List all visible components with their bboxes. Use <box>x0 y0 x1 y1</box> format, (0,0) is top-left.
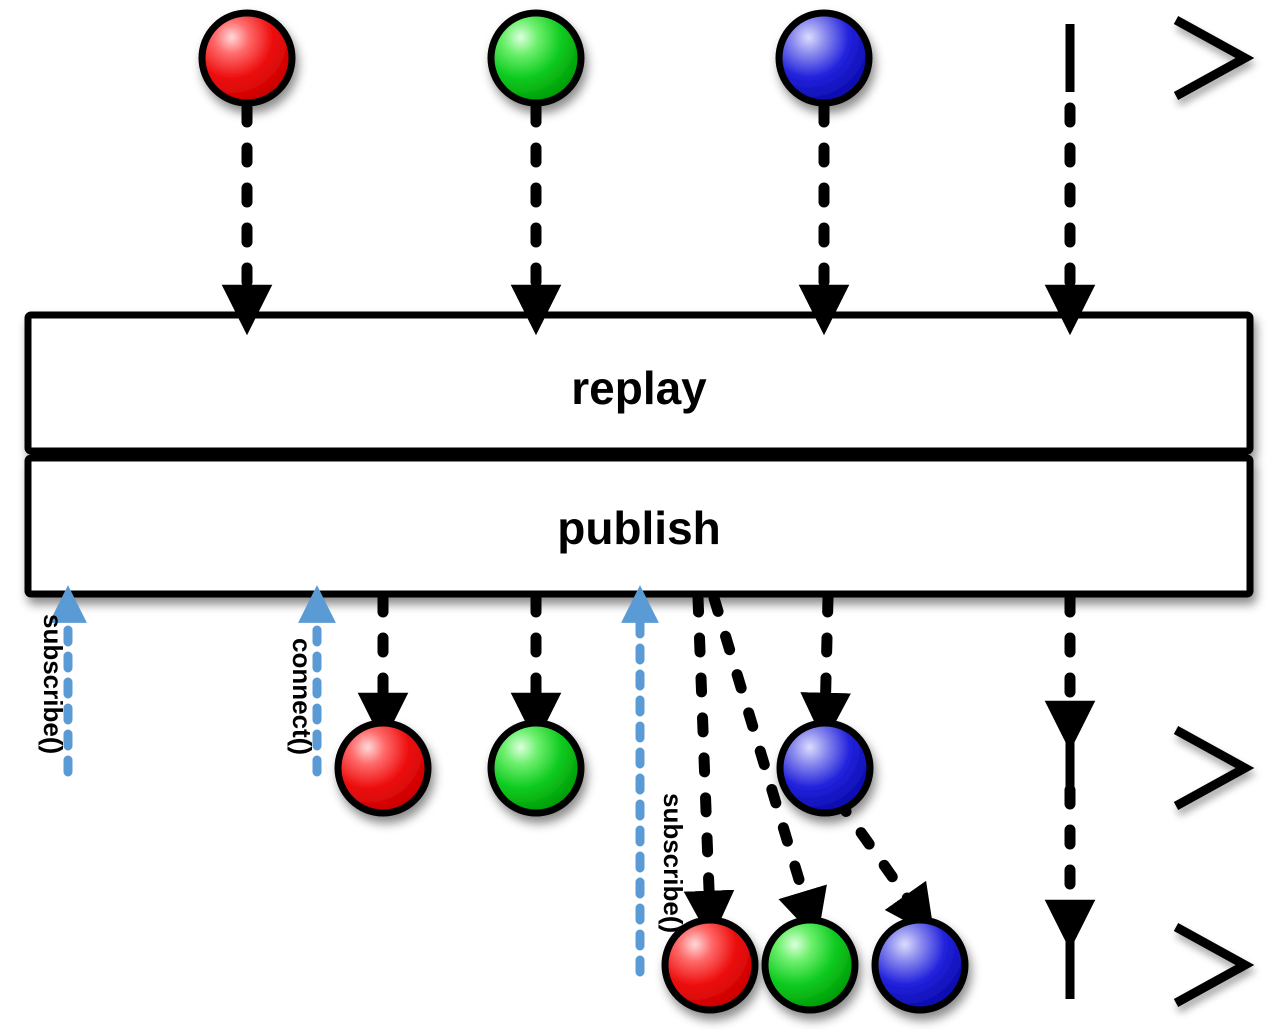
second-subscriber-marble-green[interactable] <box>761 916 859 1014</box>
link-second-blue-arrow <box>832 794 935 937</box>
source-timeline-arrowhead <box>1173 16 1255 100</box>
replay-box[interactable]: replay <box>24 311 1254 455</box>
connect-label: connect() <box>287 638 317 755</box>
subscribe-2-annotation[interactable]: subscribe() <box>621 585 688 977</box>
link-second-green-arrow <box>708 592 827 941</box>
subscription-annotations: subscribe() connect() subscribe() <box>38 585 688 977</box>
marble-green[interactable] <box>487 719 585 817</box>
first-subscriber-timeline-arrowhead <box>1173 726 1255 810</box>
source-marble-blue[interactable] <box>775 9 873 107</box>
source-timeline[interactable] <box>35 9 1255 107</box>
marble-blue[interactable] <box>776 719 874 817</box>
link-second-red-arrow <box>683 592 735 942</box>
subscribe-1-label: subscribe() <box>38 614 68 754</box>
marble-green[interactable] <box>487 9 585 107</box>
emission-links-source-to-replay <box>221 102 1096 336</box>
replay-box-rect[interactable] <box>24 311 1254 455</box>
marble-red[interactable] <box>661 916 759 1014</box>
operator-boxes: replay publish <box>24 311 1254 598</box>
publish-box[interactable]: publish <box>24 454 1254 598</box>
marble-red[interactable] <box>334 719 432 817</box>
first-subscriber-marble-green[interactable] <box>487 719 585 817</box>
emission-links-to-first-subscriber <box>357 592 1096 752</box>
second-subscriber-marble-blue[interactable] <box>871 916 969 1014</box>
marble-blue[interactable] <box>775 9 873 107</box>
source-marble-green[interactable] <box>487 9 585 107</box>
replay-box-label: replay <box>571 362 707 414</box>
marble-red[interactable] <box>198 9 296 107</box>
first-subscriber-marble-red[interactable] <box>334 719 432 817</box>
first-subscriber-timeline[interactable] <box>35 719 1255 817</box>
second-subscriber-timeline-arrowhead <box>1173 923 1255 1007</box>
source-marble-red[interactable] <box>198 9 296 107</box>
subscribe-2-label: subscribe() <box>658 793 688 933</box>
second-subscriber-marble-red[interactable] <box>661 916 759 1014</box>
marble-blue[interactable] <box>871 916 969 1014</box>
publish-box-label: publish <box>557 502 721 554</box>
subscribe-1-annotation[interactable]: subscribe() <box>38 585 87 777</box>
connect-annotation[interactable]: connect() <box>287 585 336 777</box>
emission-links-to-second-subscriber <box>683 592 1096 951</box>
second-subscriber-timeline[interactable] <box>608 916 1255 1014</box>
first-subscriber-marble-blue[interactable] <box>776 719 874 817</box>
link-publish-blue-arrow <box>800 592 851 744</box>
marble-green[interactable] <box>761 916 859 1014</box>
